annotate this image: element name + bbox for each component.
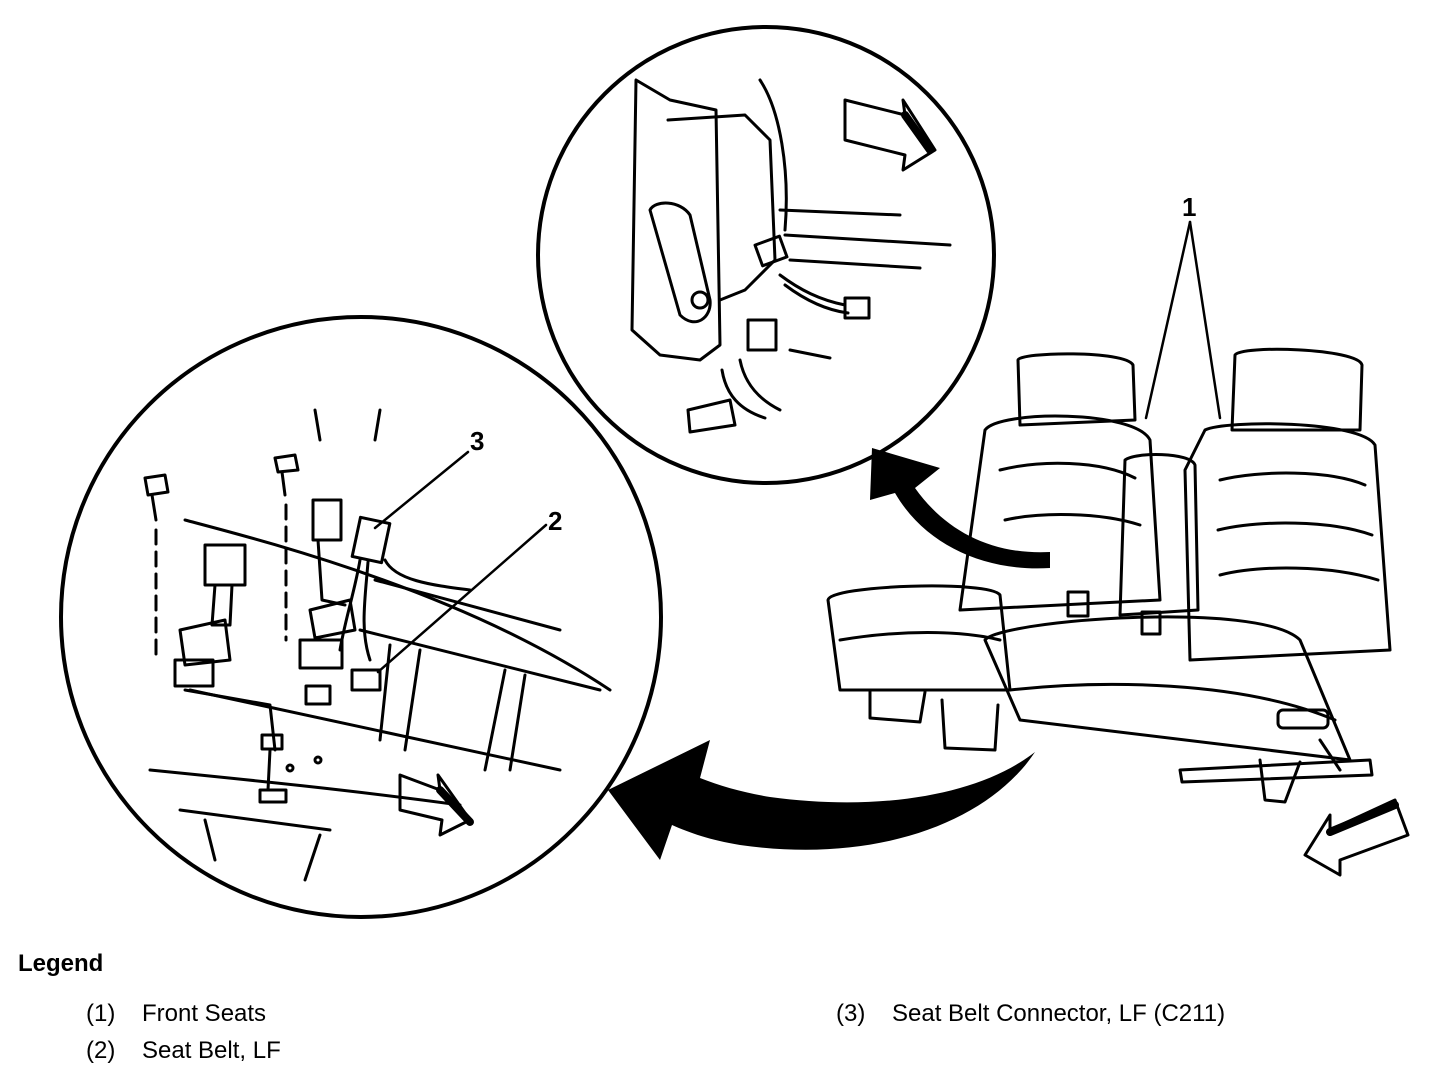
legend-item-front-seats: (1) Front Seats [86, 1000, 266, 1028]
lower-detail-view [59, 315, 663, 919]
front-seats-illustration [826, 220, 1410, 877]
seat-belt-diagram: 1 2 3 [59, 25, 1410, 919]
legend-title: Legend [18, 950, 104, 977]
legend-item-seat-belt: (2) Seat Belt, LF [86, 1037, 281, 1065]
callout-2: 2 [548, 506, 562, 536]
legend-item-number: (1) [86, 1000, 116, 1027]
legend-item-number: (3) [836, 1000, 866, 1027]
curved-arrows [608, 448, 1050, 860]
legend-item-seat-belt-connector: (3) Seat Belt Connector, LF (C211) [836, 1000, 1225, 1028]
callout-1: 1 [1182, 192, 1196, 222]
upper-detail-view [536, 25, 996, 485]
callout-3: 3 [470, 426, 484, 456]
legend-item-label: Seat Belt, LF [142, 1037, 281, 1064]
legend-item-label: Front Seats [142, 1000, 267, 1027]
legend-item-number: (2) [86, 1037, 116, 1064]
legend-item-label: Seat Belt Connector, LF (C211) [892, 1000, 1226, 1027]
